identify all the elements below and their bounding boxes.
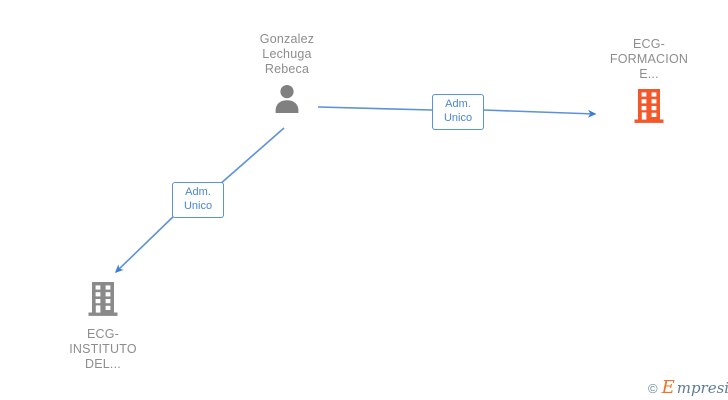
edge-person-instituto-segment-2: [114, 212, 178, 274]
edge-person-instituto-segment-1: [218, 127, 285, 186]
watermark-empresia: © E mpresia: [648, 379, 728, 397]
node-company-instituto-caption: ECG- INSTITUTO DEL...: [69, 327, 137, 371]
edge-label-adm-unico-instituto[interactable]: Adm. Unico: [172, 182, 224, 218]
brand-name: mpresia: [676, 378, 728, 397]
node-person-caption: Gonzalez Lechuga Rebeca: [259, 32, 315, 76]
node-person[interactable]: Gonzalez Lechuga Rebeca: [222, 32, 352, 118]
building-icon[interactable]: [86, 281, 120, 322]
node-company-instituto[interactable]: ECG- INSTITUTO DEL...: [38, 281, 168, 372]
brand-initial: E: [661, 377, 675, 398]
edge-person-formacion-segment-2: [483, 109, 597, 118]
node-company-formacion[interactable]: ECG- FORMACION E...: [584, 37, 714, 129]
person-icon[interactable]: [272, 83, 302, 118]
node-company-formacion-caption: ECG- FORMACION E...: [609, 37, 689, 81]
edge-label-adm-unico-formacion[interactable]: Adm. Unico: [432, 94, 484, 130]
copyright-symbol: ©: [648, 380, 658, 396]
building-icon[interactable]: [632, 88, 666, 129]
edge-person-formacion-segment-1: [317, 106, 433, 111]
